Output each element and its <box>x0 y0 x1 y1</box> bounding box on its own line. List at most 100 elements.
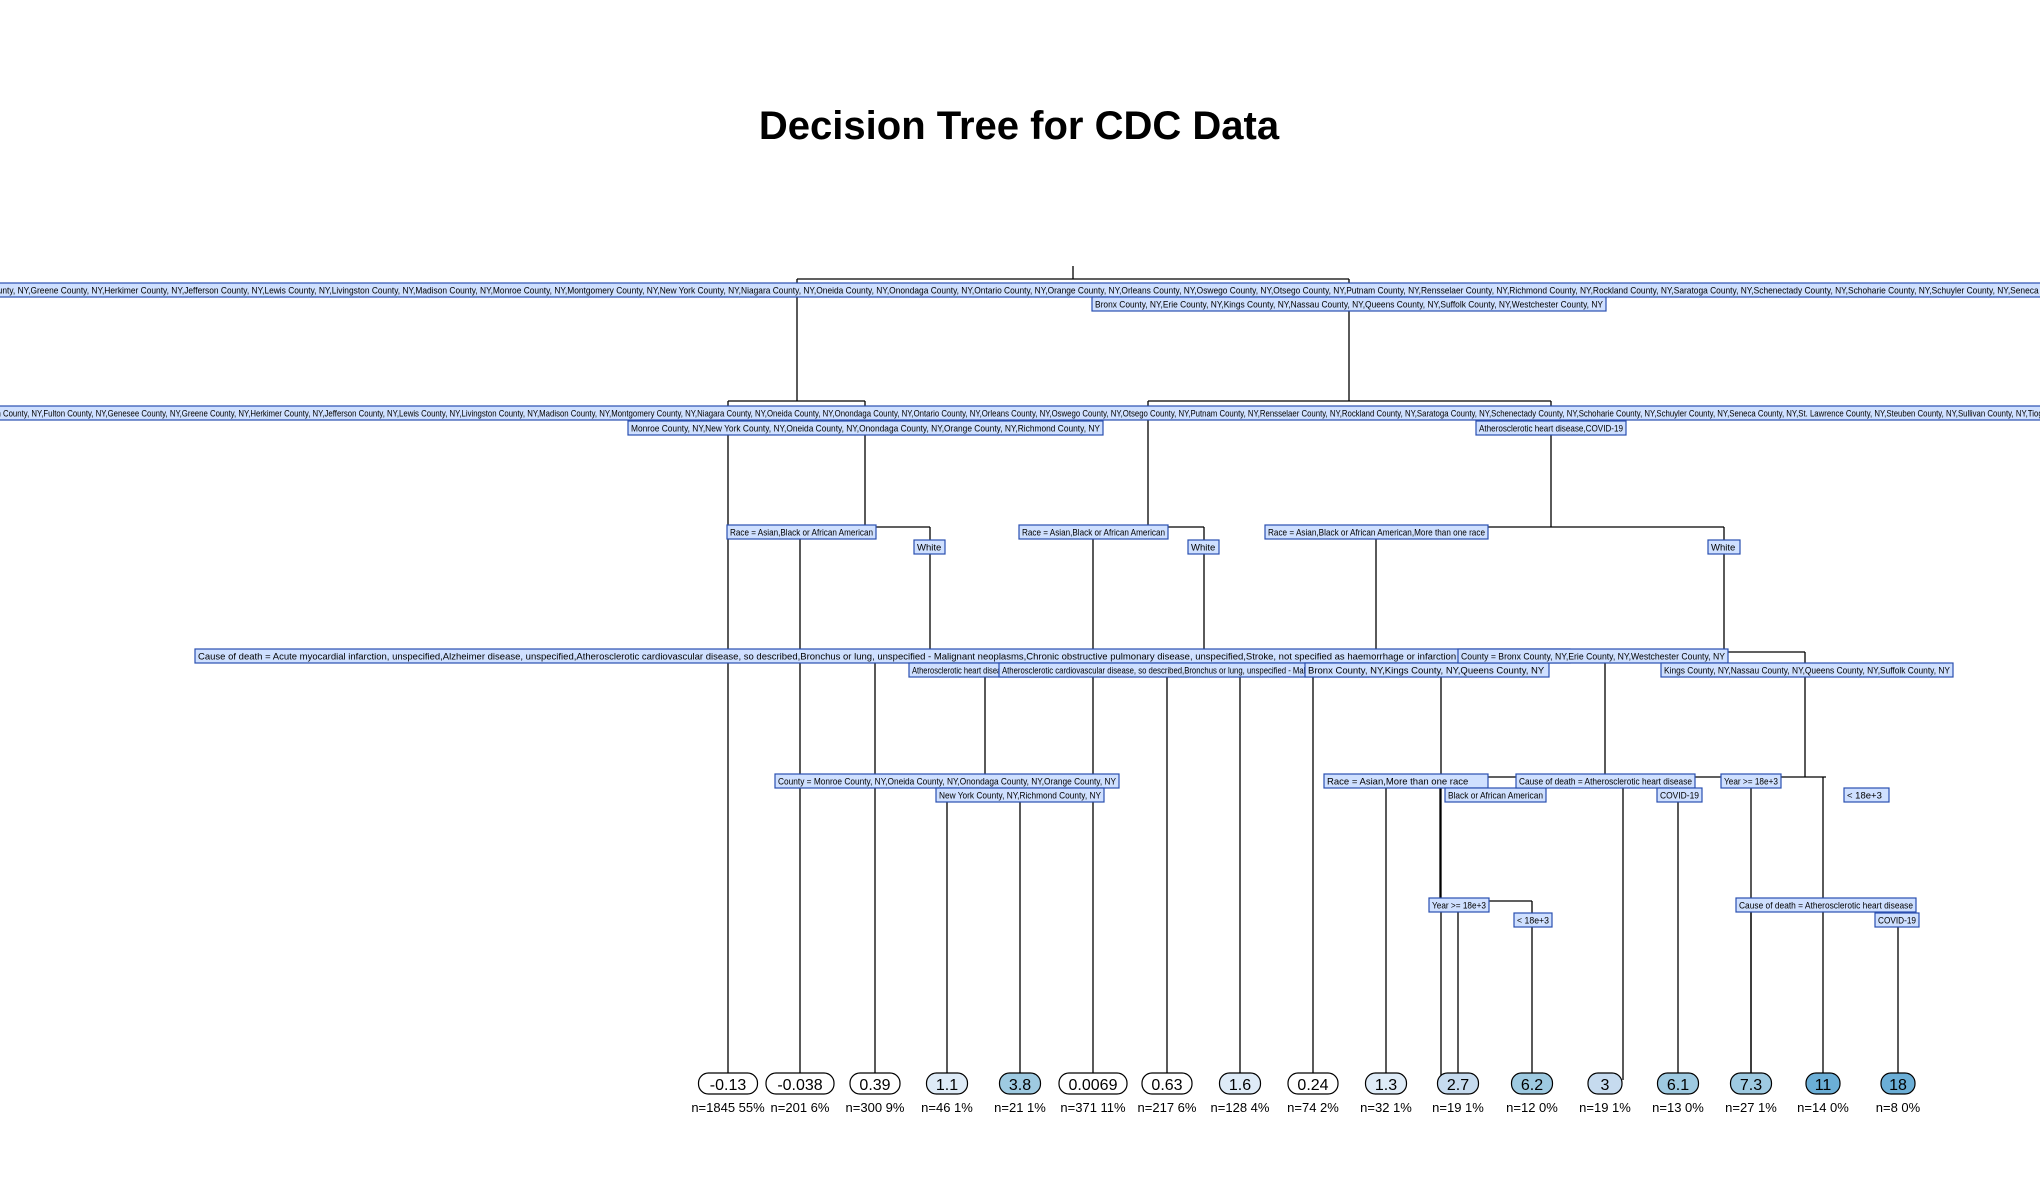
leaf-node: 6.2 n=12 0% <box>1506 1072 1558 1115</box>
split-label-s4-h: < 18e+3 <box>1843 787 1890 803</box>
split-label-s4-d: Black or African American <box>1444 787 1547 803</box>
leaf-count: n=46 1% <box>921 1100 973 1115</box>
split-text: Race = Asian,Black or African American,M… <box>1268 528 1485 539</box>
split-text: Race = Asian,Black or African American <box>1022 528 1165 539</box>
leaf-nodes: -0.13 n=1845 55% -0.038 n=201 6% 0.39 n=300 9… <box>691 1072 1921 1115</box>
split-label-s4-b: New York County, NY,Richmond County, NY <box>935 787 1105 803</box>
split-text: Atherosclerotic cardiovascular disease, … <box>1002 666 1366 677</box>
split-text: Atherosclerotic heart disease,COVID-19 <box>912 666 1046 677</box>
leaf-node: 3n=19 1% <box>1579 1072 1631 1115</box>
leaf-value: 7.3 <box>1740 1077 1762 1094</box>
leaf-node: 7.3 n=27 1% <box>1725 1072 1777 1115</box>
leaf-count: n=371 11% <box>1060 1100 1126 1115</box>
split-label-s5-c: Cause of death = Atherosclerotic heart d… <box>1735 897 1917 913</box>
split-text: Kings County, NY,Nassau County, NY,Queen… <box>1664 666 1951 677</box>
leaf-value: 2.7 <box>1447 1077 1469 1094</box>
split-text: County = Bronx County, NY,Erie County, N… <box>1461 652 1726 663</box>
leaf-count: n=13 0% <box>1652 1100 1704 1115</box>
split-text: Monroe County, NY,New York County, NY,On… <box>631 424 1101 435</box>
split-text: Atherosclerotic heart disease,COVID-19 <box>1479 424 1623 435</box>
page-title: Decision Tree for CDC Data <box>759 104 1280 148</box>
split-label-s2a-right: White <box>913 539 946 555</box>
split-label-s5-a: Year >= 18e+3 <box>1428 897 1490 913</box>
split-labels: ounty, NY,Greene County, NY,Herkimer Cou… <box>0 282 2040 928</box>
leaf-node: -0.13 n=1845 55% <box>691 1072 765 1115</box>
leaf-node: 0.39 n=300 9% <box>846 1072 905 1115</box>
leaf-count: n=19 1% <box>1432 1100 1484 1115</box>
leaf-node: 3.8 n=21 1% <box>994 1072 1046 1115</box>
split-label-s4-f: COVID-19 <box>1656 787 1703 803</box>
split-text: COVID-19 <box>1660 791 1699 802</box>
leaf-value: 0.0069 <box>1069 1077 1118 1094</box>
split-text: < 18e+3 <box>1847 791 1882 802</box>
leaf-node: 18 n=8 0% <box>1876 1072 1921 1115</box>
split-text: White <box>917 543 941 554</box>
split-text: County = Monroe County, NY,Oneida County… <box>778 777 1117 788</box>
split-label-s4-c: Race = Asian,More than one race <box>1323 773 1489 789</box>
split-text: Cause of death = Atherosclerotic heart d… <box>1519 777 1692 788</box>
leaf-value: 18 <box>1889 1077 1907 1094</box>
leaf-node: -0.038 n=201 6% <box>765 1072 835 1115</box>
leaf-value: 0.24 <box>1297 1077 1328 1094</box>
leaf-value: 1.6 <box>1229 1077 1251 1094</box>
leaf-value: 3.8 <box>1009 1077 1031 1094</box>
leaf-value: 6.1 <box>1667 1077 1689 1094</box>
split-text: White <box>1711 543 1735 554</box>
leaf-count: n=1845 55% <box>691 1100 765 1115</box>
split-label-s2c-left: Race = Asian,Black or African American,M… <box>1264 524 1489 540</box>
split-label-s1-mid: Monroe County, NY,New York County, NY,On… <box>627 420 1104 436</box>
leaf-node: 1.6 n=128 4% <box>1211 1072 1270 1115</box>
split-text: Race = Asian,Black or African American <box>730 528 873 539</box>
leaf-node: 1.1 n=46 1% <box>921 1072 973 1115</box>
split-label-s5-b: < 18e+3 <box>1513 912 1553 928</box>
split-text: Black or African American <box>1448 791 1543 802</box>
leaf-value: 1.3 <box>1375 1077 1397 1094</box>
split-label-s4-g: Year >= 18e+3 <box>1720 773 1782 789</box>
leaf-value: -0.038 <box>777 1077 822 1094</box>
leaf-value: 0.39 <box>859 1077 890 1094</box>
split-label-s0-right: Bronx County, NY,Erie County, NY,Kings C… <box>1091 296 1607 312</box>
split-text: White <box>1191 543 1215 554</box>
leaf-value: 1.1 <box>936 1077 958 1094</box>
split-label-s5-d: COVID-19 <box>1874 912 1920 928</box>
split-label-s0-left: ounty, NY,Greene County, NY,Herkimer Cou… <box>0 282 2040 298</box>
leaf-node: 1.3 n=32 1% <box>1360 1072 1412 1115</box>
split-label-s1-left: lin County, NY,Fulton County, NY,Genesee… <box>0 405 2040 421</box>
split-text: ounty, NY,Greene County, NY,Herkimer Cou… <box>0 286 2040 297</box>
split-label-s3-e: County = Bronx County, NY,Erie County, N… <box>1457 648 1729 664</box>
split-label-s2c-right: White <box>1707 539 1741 555</box>
leaf-count: n=19 1% <box>1579 1100 1631 1115</box>
split-text: < 18e+3 <box>1517 916 1549 927</box>
split-label-s2b-right: White <box>1187 539 1220 555</box>
leaf-node: 6.1 n=13 0% <box>1652 1072 1704 1115</box>
split-label-s2a-left: Race = Asian,Black or African American <box>726 524 877 540</box>
leaf-count: n=74 2% <box>1287 1100 1339 1115</box>
split-text: Bronx County, NY,Erie County, NY,Kings C… <box>1095 300 1604 311</box>
leaf-count: n=128 4% <box>1211 1100 1270 1115</box>
leaf-count: n=32 1% <box>1360 1100 1412 1115</box>
split-text: COVID-19 <box>1878 916 1916 927</box>
leaf-count: n=12 0% <box>1506 1100 1558 1115</box>
leaf-node: 11n=14 0% <box>1797 1072 1849 1115</box>
leaf-value: 6.2 <box>1521 1077 1543 1094</box>
leaf-count: n=217 6% <box>1138 1100 1197 1115</box>
split-label-s3-d: Bronx County, NY,Kings County, NY,Queens… <box>1304 662 1550 678</box>
split-label-s1-right: Atherosclerotic heart disease,COVID-19 <box>1475 420 1627 436</box>
leaf-count: n=14 0% <box>1797 1100 1849 1115</box>
leaf-count: n=8 0% <box>1876 1100 1921 1115</box>
split-label-s2b-left: Race = Asian,Black or African American <box>1018 524 1169 540</box>
leaf-count: n=27 1% <box>1725 1100 1777 1115</box>
leaf-node: 0.63 n=217 6% <box>1138 1072 1197 1115</box>
leaf-count: n=201 6% <box>771 1100 830 1115</box>
split-text: Bronx County, NY,Kings County, NY,Queens… <box>1308 666 1545 677</box>
leaf-value: 0.63 <box>1151 1077 1182 1094</box>
split-label-s3-a: Cause of death = Acute myocardial infarc… <box>194 648 1571 664</box>
leaf-value: -0.13 <box>710 1077 747 1094</box>
split-text: lin County, NY,Fulton County, NY,Genesee… <box>0 409 2040 420</box>
leaf-count: n=300 9% <box>846 1100 905 1115</box>
leaf-node: 2.7 n=19 1% <box>1432 1072 1484 1115</box>
split-text: Cause of death = Acute myocardial infarc… <box>198 652 1456 663</box>
leaf-count: n=21 1% <box>994 1100 1046 1115</box>
split-label-s3-f: Kings County, NY,Nassau County, NY,Queen… <box>1660 662 1954 678</box>
